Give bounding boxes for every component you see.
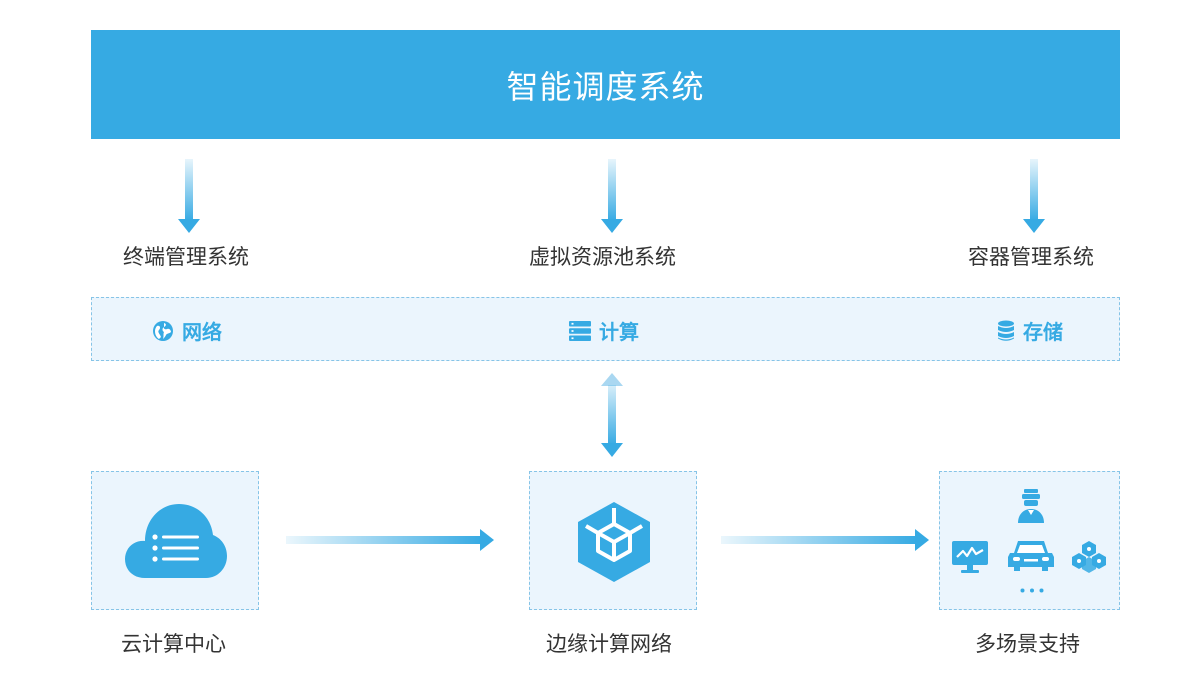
edge-network-box (529, 471, 697, 610)
resource-compute-label: 计算 (599, 320, 639, 344)
arrow-down-right (1023, 159, 1045, 233)
system-label-container: 容器管理系统 (968, 245, 1094, 269)
arrow-bidirectional-vertical (601, 373, 623, 457)
resource-bar (91, 297, 1120, 361)
person-icon (1018, 489, 1044, 523)
server-icon (569, 320, 591, 341)
arrow-right-cloud-to-edge (286, 529, 494, 551)
globe-icon (153, 320, 173, 341)
arrow-down-center (601, 159, 623, 233)
cloud-center-box (91, 471, 259, 610)
car-icon (1008, 541, 1054, 571)
bottom-label-edge-network: 边缘计算网络 (546, 632, 672, 656)
database-icon (998, 320, 1014, 341)
cube-icon (578, 502, 650, 582)
scheduler-banner: 智能调度系统 (91, 30, 1120, 139)
banner-title: 智能调度系统 (506, 67, 705, 106)
monitor-chart-icon (952, 541, 988, 573)
arrow-right-edge-to-scenario (721, 529, 929, 551)
system-label-terminal: 终端管理系统 (123, 245, 249, 269)
resource-storage-label: 存储 (1023, 320, 1063, 344)
system-label-virtual-pool: 虚拟资源池系统 (529, 245, 676, 269)
bottom-label-cloud-center: 云计算中心 (121, 632, 226, 656)
resource-compute: 计算 (569, 316, 639, 345)
resource-network-label: 网络 (182, 320, 222, 344)
arrow-down-left (178, 159, 200, 233)
ellipsis-icon (1020, 588, 1044, 593)
resource-storage: 存储 (997, 316, 1063, 345)
cloud-list-icon (125, 504, 227, 578)
bottom-label-multi-scenario: 多场景支持 (975, 632, 1080, 656)
resource-network: 网络 (152, 316, 222, 345)
hexagon-network-icon (1072, 541, 1106, 573)
multi-scenario-box (939, 471, 1120, 610)
